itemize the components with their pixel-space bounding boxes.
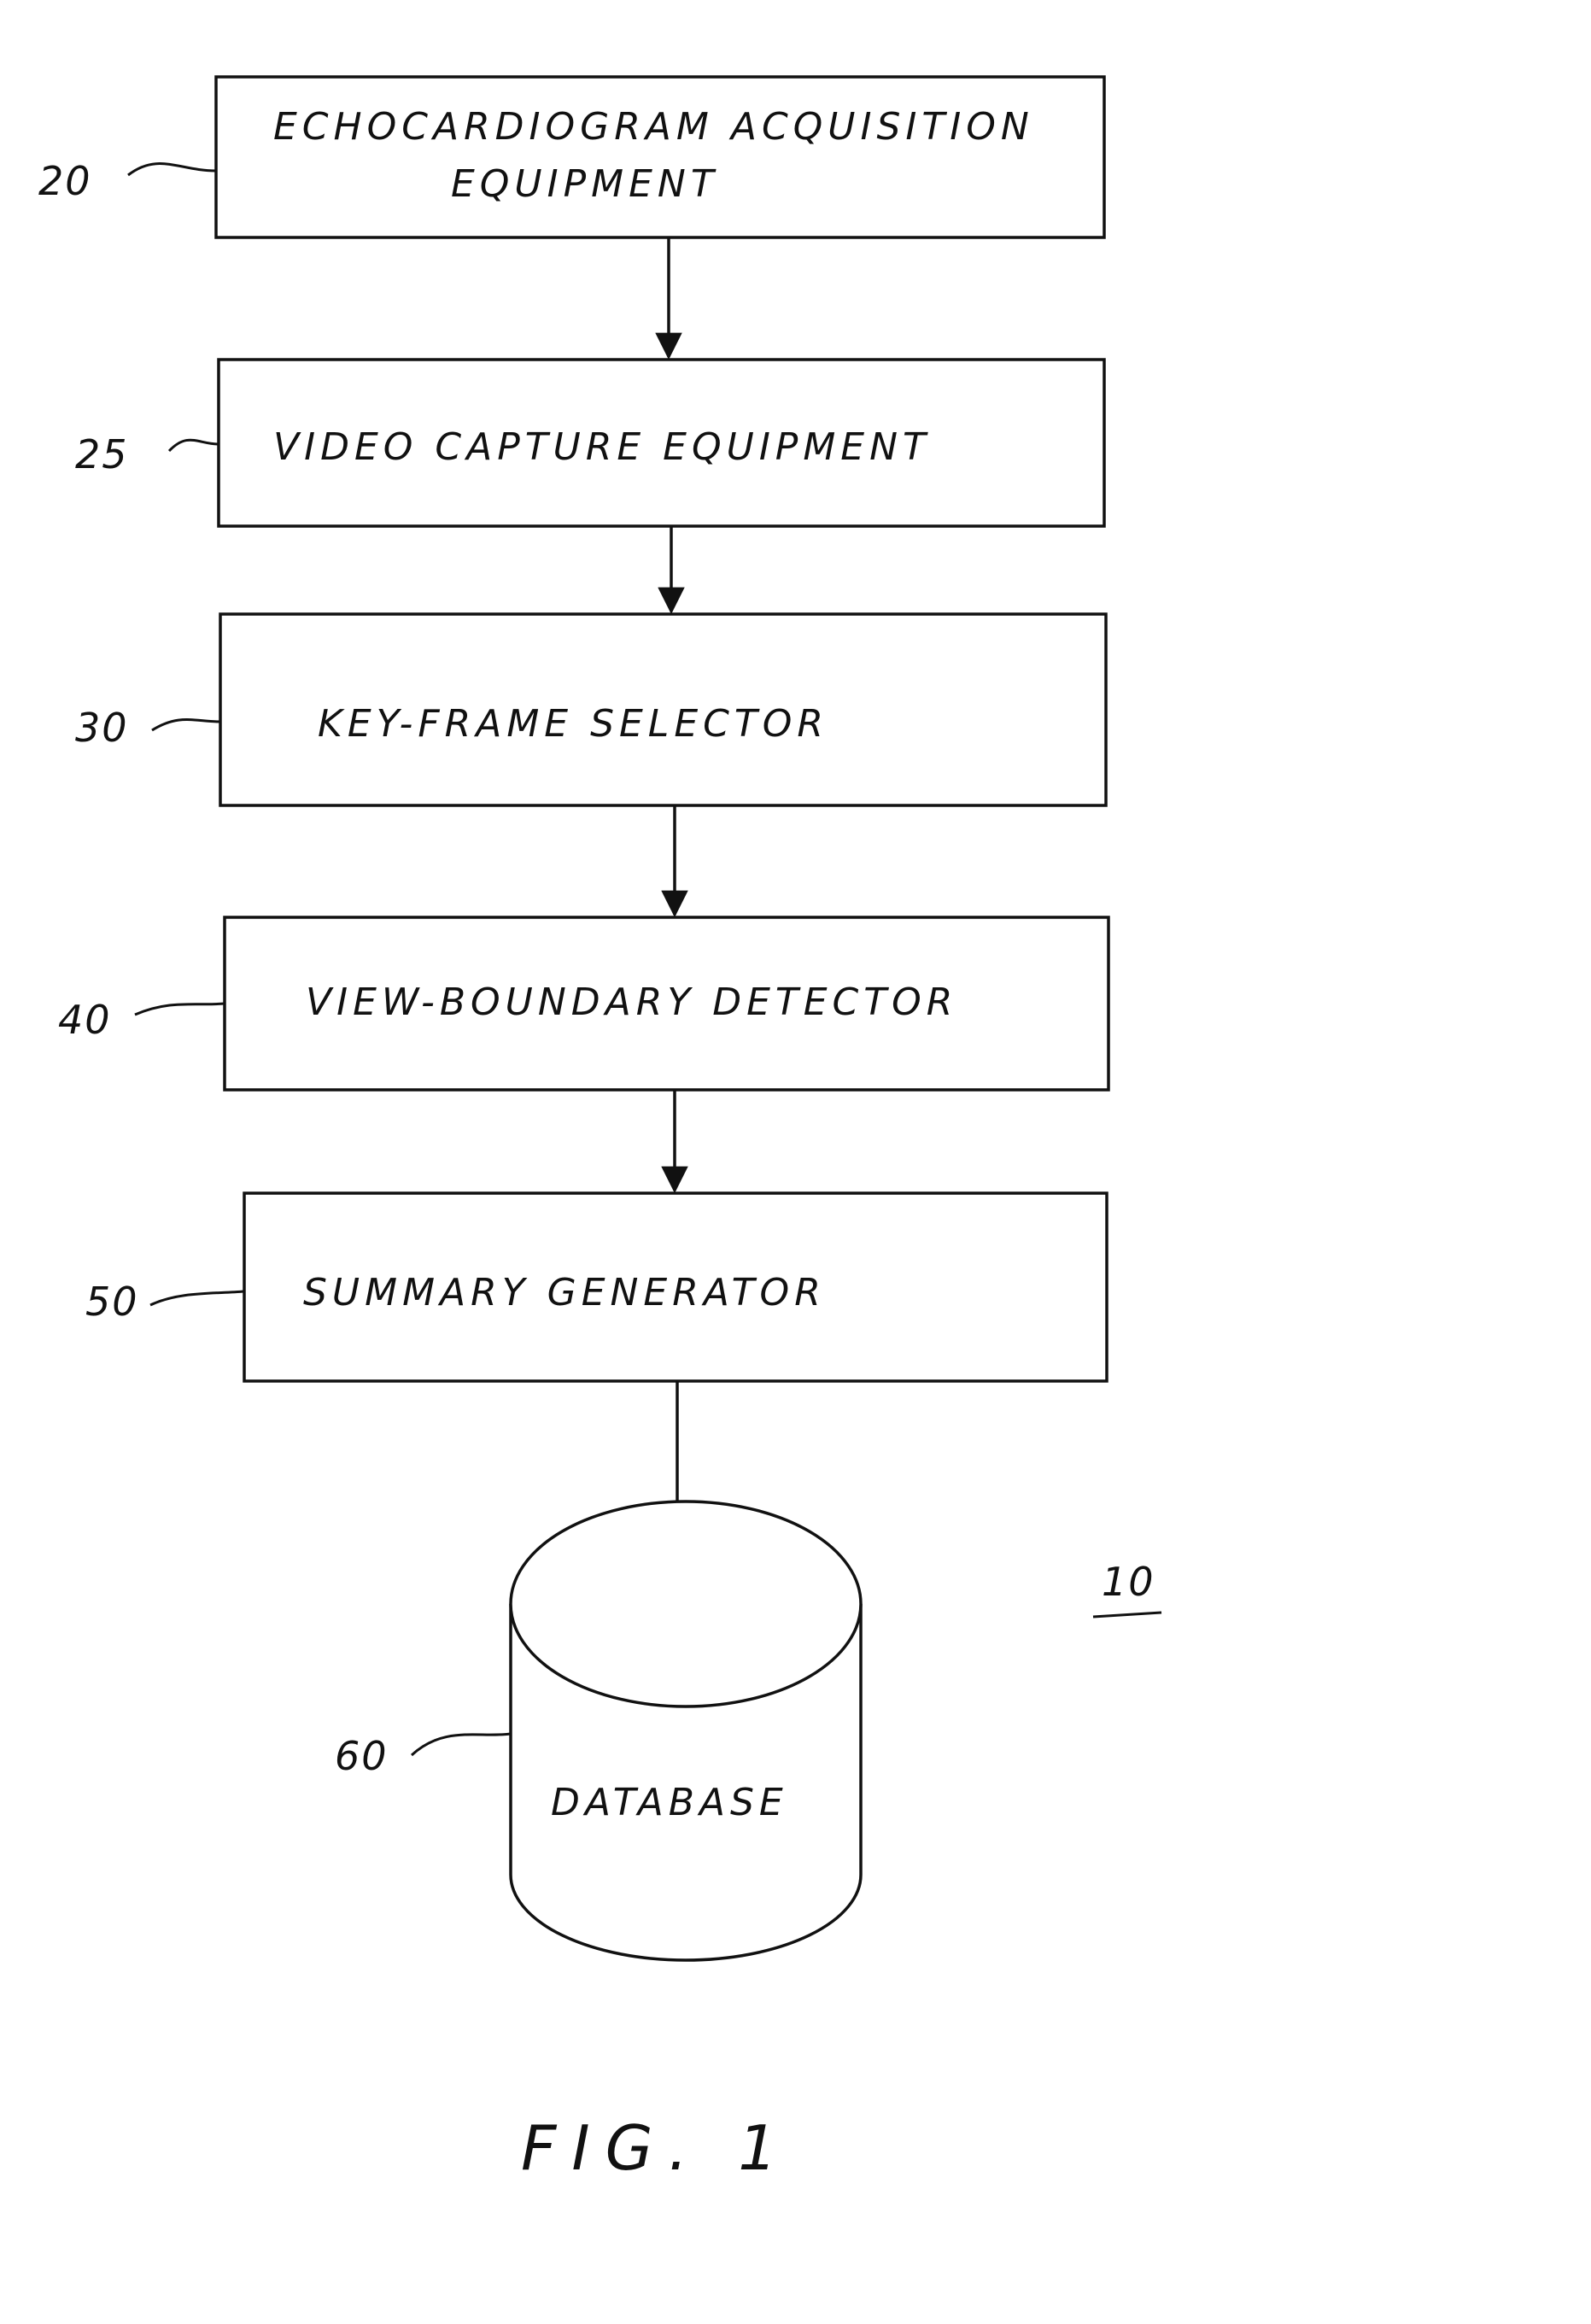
reference-numeral-10: 10 <box>1102 1559 1155 1605</box>
block-summary-generator: SUMMARY GENERATOR 50 <box>85 1193 1107 1381</box>
database-top <box>511 1502 861 1706</box>
reference-numeral-50: 50 <box>85 1279 139 1325</box>
leader-line-60 <box>412 1734 511 1755</box>
block-video-capture-equipment: VIDEO CAPTURE EQUIPMENT 25 <box>75 360 1104 526</box>
leader-line-25 <box>169 440 219 451</box>
block-20-label-line1: ECHOCARDIOGRAM ACQUISITION <box>273 105 1034 149</box>
block-view-boundary-detector: VIEW-BOUNDARY DETECTOR 40 <box>58 917 1108 1090</box>
system-reference: 10 <box>1093 1559 1161 1617</box>
reference-numeral-20: 20 <box>38 158 92 204</box>
reference-numeral-25: 25 <box>75 431 129 477</box>
block-40-label: VIEW-BOUNDARY DETECTOR <box>306 981 957 1024</box>
block-key-frame-selector: KEY-FRAME SELECTOR 30 <box>75 614 1106 805</box>
block-20-frame <box>216 77 1104 237</box>
block-acquisition-equipment: ECHOCARDIOGRAM ACQUISITION EQUIPMENT 20 <box>38 77 1104 237</box>
reference-numeral-60: 60 <box>335 1733 389 1779</box>
reference-numeral-30: 30 <box>75 705 129 751</box>
reference-underline-10 <box>1093 1613 1161 1617</box>
figure-label: FIG. 1 <box>521 2112 793 2184</box>
leader-line-40 <box>135 1004 225 1015</box>
leader-line-50 <box>150 1291 244 1305</box>
block-50-label: SUMMARY GENERATOR <box>303 1271 826 1314</box>
block-20-label-line2: EQUIPMENT <box>451 162 719 206</box>
database-label: DATABASE <box>551 1781 788 1824</box>
database-cylinder: DATABASE 60 <box>335 1502 861 1960</box>
reference-numeral-40: 40 <box>58 997 112 1043</box>
leader-line-30 <box>152 720 220 731</box>
leader-line-20 <box>128 164 216 175</box>
block-25-label: VIDEO CAPTURE EQUIPMENT <box>273 425 931 469</box>
block-30-label: KEY-FRAME SELECTOR <box>318 702 828 746</box>
